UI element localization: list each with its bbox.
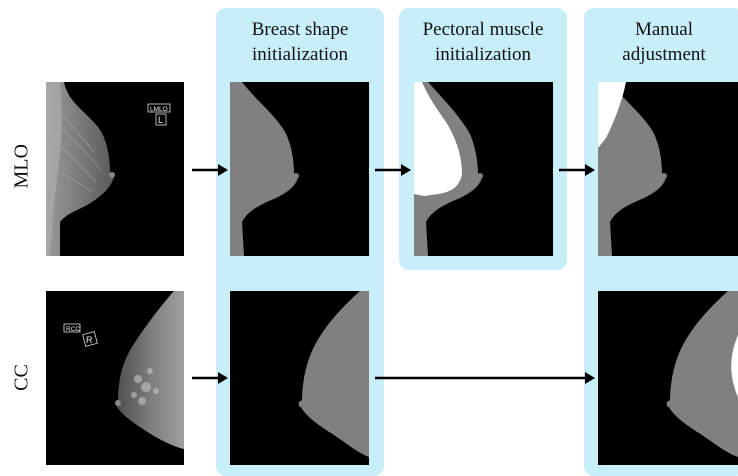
arrow-mlo-2 <box>373 162 413 178</box>
cc-marker-text: RCC <box>66 326 80 333</box>
mlo-original-image: LMLO L <box>46 82 184 256</box>
cc-marker-letter: R <box>86 335 93 345</box>
arrow-mlo-1 <box>190 162 230 178</box>
arrow-mlo-3 <box>557 162 597 178</box>
header-breast-shape: Breast shape initialization <box>216 17 384 67</box>
row-label-mlo: MLO <box>11 149 34 189</box>
mlo-marker-text: LMLO <box>150 106 168 113</box>
cc-adjusted-mask <box>598 291 738 465</box>
arrow-cc-1 <box>190 370 230 386</box>
mlo-marker-letter: L <box>158 115 163 125</box>
mlo-adjusted-mask <box>598 82 738 256</box>
row-label-cc: CC <box>11 358 34 398</box>
cc-original-image: RCC R <box>46 291 184 465</box>
header-manual: Manual adjustment <box>584 17 738 67</box>
cc-breast-mask <box>230 291 369 465</box>
mlo-breast-mask <box>230 82 369 256</box>
mlo-pectoral-mask <box>414 82 553 256</box>
header-pectoral: Pectoral muscle initialization <box>399 17 567 67</box>
arrow-cc-long <box>373 370 597 386</box>
